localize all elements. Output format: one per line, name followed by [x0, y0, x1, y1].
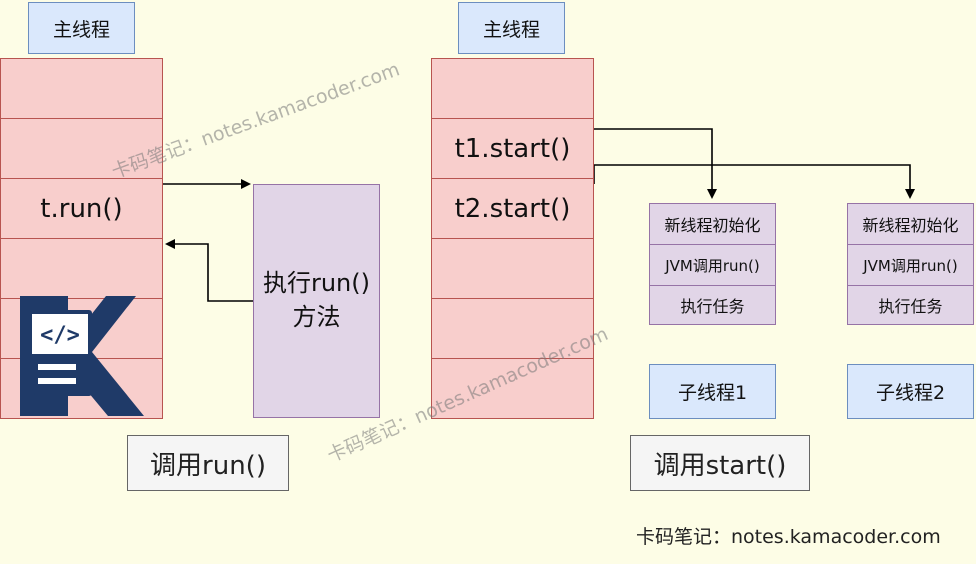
run-method-line1: 执行run() [262, 269, 370, 298]
arrow-run-return [165, 239, 253, 302]
arrow-t1-start [594, 128, 717, 199]
child-thread-step: 新线程初始化 [847, 203, 974, 245]
run-method-line2: 方法 [292, 303, 341, 331]
right-stack-cell [431, 58, 594, 119]
child-thread-step: 执行任务 [649, 285, 776, 325]
footer-credit: 卡码笔记：notes.kamacoder.com [636, 526, 941, 548]
right-stack-cell-t1-start: t1.start() [431, 118, 594, 179]
child-thread-step: JVM调用run() [847, 244, 974, 286]
child-thread-1-label: 子线程1 [649, 364, 776, 419]
right-main-thread-label: 主线程 [458, 2, 565, 54]
arrow-t2-start [593, 164, 915, 199]
child-thread-2-label: 子线程2 [847, 364, 974, 419]
right-stack-cell [431, 238, 594, 299]
caption-call-run: 调用run() [127, 435, 289, 491]
child-thread-step: 执行任务 [847, 285, 974, 325]
kamacoder-logo-icon: </> [20, 296, 144, 416]
svg-text:</>: </> [40, 323, 80, 348]
left-stack-cell [0, 238, 163, 299]
left-stack-cell [0, 58, 163, 119]
caption-call-start: 调用start() [630, 435, 810, 491]
right-stack-cell [431, 358, 594, 419]
left-main-thread-label: 主线程 [28, 2, 135, 54]
left-stack-cell [0, 118, 163, 179]
child-thread-step: 新线程初始化 [649, 203, 776, 245]
left-stack-cell-t-run: t.run() [0, 178, 163, 239]
right-stack-cell-t2-start: t2.start() [431, 178, 594, 239]
run-method-box: 执行run() 方法 [253, 184, 380, 418]
child-thread-step: JVM调用run() [649, 244, 776, 286]
